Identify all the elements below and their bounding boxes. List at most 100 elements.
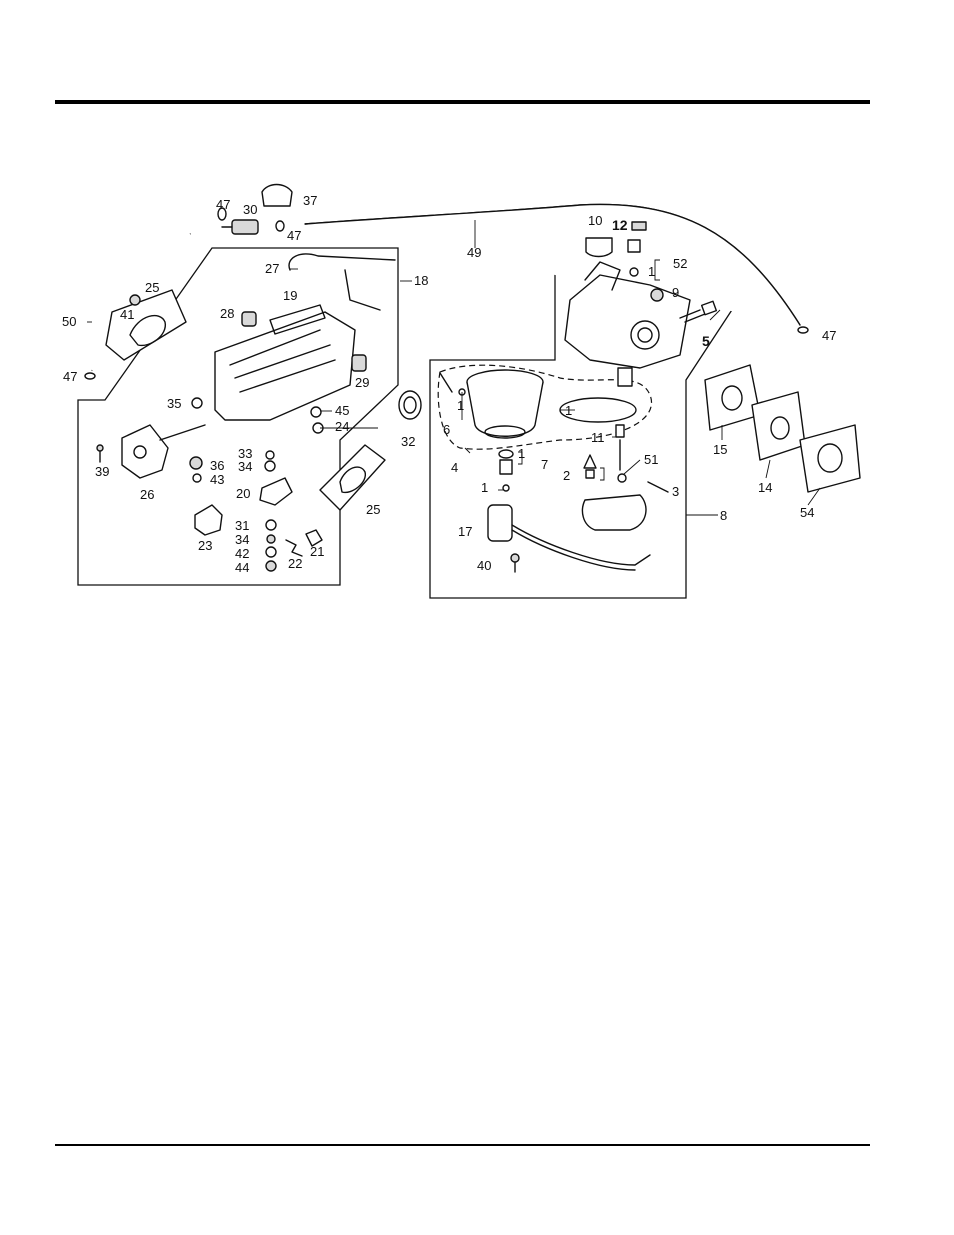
washer-34-upper bbox=[265, 461, 275, 471]
label-6: 6 bbox=[443, 422, 450, 437]
gasket-54 bbox=[800, 425, 860, 492]
nut-35 bbox=[192, 398, 202, 408]
label-11: 11 bbox=[591, 430, 605, 445]
label-49: 49 bbox=[467, 245, 481, 260]
label-44: 44 bbox=[235, 560, 249, 575]
spring-51 bbox=[618, 474, 626, 482]
label-43: 43 bbox=[210, 472, 224, 487]
pin-3 bbox=[648, 482, 668, 492]
washer-34-lower bbox=[267, 535, 275, 543]
float-assembly bbox=[582, 495, 646, 530]
label-1: 1 bbox=[481, 480, 488, 495]
washer-43 bbox=[193, 474, 201, 482]
label-14: 14 bbox=[758, 480, 772, 495]
nut-44 bbox=[266, 561, 276, 571]
air-cleaner-case-19 bbox=[215, 305, 355, 420]
label-22: 22 bbox=[288, 556, 302, 571]
gasket-25-center bbox=[320, 445, 385, 510]
needle-11 bbox=[616, 425, 624, 470]
label-39: 39 bbox=[95, 464, 109, 479]
nut-36 bbox=[190, 457, 202, 469]
label-10: 10 bbox=[588, 213, 602, 228]
label-47: 47 bbox=[63, 369, 77, 384]
label-3: 3 bbox=[672, 484, 679, 499]
label-18: 18 bbox=[414, 273, 428, 288]
label-40: 40 bbox=[477, 558, 491, 573]
label-29: 29 bbox=[355, 375, 369, 390]
label-20: 20 bbox=[236, 486, 250, 501]
washer-31 bbox=[266, 520, 276, 530]
label-8: 8 bbox=[720, 508, 727, 523]
label-47: 47 bbox=[287, 228, 301, 243]
grommet-29 bbox=[352, 355, 366, 371]
choke-rod-27 bbox=[289, 254, 395, 310]
label-47: 47 bbox=[822, 328, 836, 343]
insulator-15 bbox=[705, 365, 760, 430]
label-7: 7 bbox=[541, 457, 548, 472]
label-26: 26 bbox=[140, 487, 154, 502]
label-54: 54 bbox=[800, 505, 814, 520]
label-23: 23 bbox=[198, 538, 212, 553]
label-30: 30 bbox=[243, 202, 257, 217]
fuel-hose-49-core bbox=[305, 204, 800, 325]
washer-42 bbox=[266, 547, 276, 557]
label-50: 50 bbox=[62, 314, 76, 329]
label-35: 35 bbox=[167, 396, 181, 411]
label-31: 31 bbox=[235, 518, 249, 533]
label-37: 37 bbox=[303, 193, 317, 208]
washer-45 bbox=[311, 407, 321, 417]
cap-23 bbox=[195, 505, 222, 535]
label-32: 32 bbox=[401, 434, 415, 449]
screw-40 bbox=[511, 554, 519, 572]
carb-bracket-14 bbox=[752, 392, 805, 460]
clip-37 bbox=[262, 185, 292, 207]
nut-41 bbox=[130, 295, 140, 305]
label-12: 12 bbox=[612, 217, 628, 233]
label-1: 1 bbox=[457, 398, 464, 413]
label-17: 17 bbox=[458, 524, 472, 539]
label-42: 42 bbox=[235, 546, 249, 561]
label-41: 41 bbox=[120, 307, 134, 322]
label-25: 25 bbox=[145, 280, 159, 295]
hose-clip-47-left bbox=[85, 373, 95, 379]
label-52: 52 bbox=[673, 256, 687, 271]
grommet-28 bbox=[242, 312, 256, 326]
label-1: 1 bbox=[518, 446, 525, 461]
label-25: 25 bbox=[366, 502, 380, 517]
label-2: 2 bbox=[563, 468, 570, 483]
drain-screw-7 bbox=[499, 450, 513, 474]
label-21: 21 bbox=[310, 544, 324, 559]
label-45: 45 bbox=[335, 403, 349, 418]
screw-6 bbox=[440, 373, 465, 395]
label-15: 15 bbox=[713, 442, 727, 457]
label-5: 5 bbox=[702, 333, 710, 349]
label-1: 1 bbox=[565, 403, 572, 418]
float-bowl bbox=[467, 370, 543, 438]
cap-10 bbox=[586, 238, 612, 257]
seal-32 bbox=[399, 391, 421, 419]
label-27: 27 bbox=[265, 261, 279, 276]
jet-2 bbox=[584, 455, 596, 478]
label-47: 47 bbox=[216, 197, 230, 212]
screw-9 bbox=[651, 289, 663, 301]
hose-clip-47-right bbox=[798, 327, 808, 333]
o-ring-1-top bbox=[630, 268, 638, 276]
label-9: 9 bbox=[672, 285, 679, 300]
fuel-filter-30 bbox=[222, 220, 258, 234]
fuel-valve-26 bbox=[122, 425, 205, 478]
label-51: 51 bbox=[644, 452, 658, 467]
screw-39 bbox=[97, 445, 103, 462]
footer-rule bbox=[55, 1144, 870, 1146]
label-36: 36 bbox=[210, 458, 224, 473]
washer-33 bbox=[266, 451, 274, 459]
label-28: 28 bbox=[220, 306, 234, 321]
label-34: 34 bbox=[238, 459, 252, 474]
label-34: 34 bbox=[235, 532, 249, 547]
label-19: 19 bbox=[283, 288, 297, 303]
label-4: 4 bbox=[451, 460, 458, 475]
label-1: 1 bbox=[648, 264, 655, 279]
bracket-20 bbox=[260, 478, 292, 505]
label-24: 24 bbox=[335, 419, 349, 434]
spring-22 bbox=[286, 540, 302, 556]
